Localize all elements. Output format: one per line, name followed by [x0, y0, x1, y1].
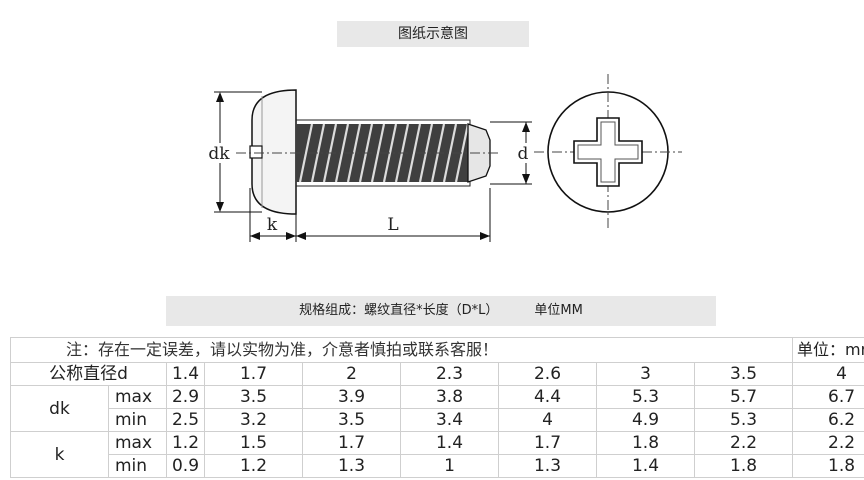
cell-d-1: 1.4	[166, 362, 205, 386]
dk-dimension: dk	[204, 91, 262, 213]
cell-d-8: 4	[792, 362, 864, 386]
cell-k-min-3: 1.3	[302, 454, 401, 478]
cell-dk-min-5: 4	[498, 408, 597, 432]
cell-k-min-5: 1.3	[498, 454, 597, 478]
cell-dk-min-4: 3.4	[400, 408, 499, 432]
cell-k-max-6: 1.8	[596, 431, 695, 455]
cell-d-6: 3	[596, 362, 695, 386]
cell-dk-min-8: 6.2	[792, 408, 864, 432]
cell-k-max-1: 1.2	[166, 431, 205, 455]
cell-d-4: 2.3	[400, 362, 499, 386]
cell-k-max-2: 1.5	[204, 431, 303, 455]
screw-drawing: dk k L d	[204, 74, 682, 242]
row-label-k: k	[10, 431, 109, 478]
row-label-dk: dk	[10, 385, 109, 432]
cell-dk-max-1: 2.9	[166, 385, 205, 409]
cell-dk-min-7: 5.3	[693, 408, 794, 432]
spec-unit: 单位MM	[534, 303, 583, 318]
cell-d-5: 2.6	[498, 362, 597, 386]
cell-dk-max-3: 3.9	[302, 385, 401, 409]
row-sublabel-k-min: min	[108, 454, 167, 478]
table-note: 注：存在一定误差，请以实物为准，介意者慎拍或联系客服！	[9, 337, 794, 363]
table-note-row: 注：存在一定误差，请以实物为准，介意者慎拍或联系客服！ 单位：mm	[9, 337, 864, 363]
cell-k-max-5: 1.7	[498, 431, 597, 455]
cell-k-min-1: 0.9	[166, 454, 205, 478]
cell-k-max-4: 1.4	[400, 431, 499, 455]
screw-top-view	[534, 74, 682, 230]
screw-head	[249, 89, 297, 215]
row-sublabel-dk-max: max	[108, 385, 167, 409]
cell-d-7: 3.5	[693, 362, 794, 386]
cell-k-max-3: 1.7	[302, 431, 401, 455]
cell-dk-min-6: 4.9	[596, 408, 695, 432]
dimension-table: 注：存在一定误差，请以实物为准，介意者慎拍或联系客服！ 单位：mm 公称直径d …	[9, 337, 864, 478]
cell-k-max-8: 2.2	[792, 431, 864, 455]
row-sublabel-k-max: max	[108, 431, 167, 455]
dk-label: dk	[208, 144, 230, 164]
cell-k-min-6: 1.4	[596, 454, 695, 478]
d-dimension: d	[490, 121, 536, 185]
table-row: min 2.5 3.2 3.5 3.4 4 4.9 5.3 6.2	[11, 408, 864, 432]
cell-dk-max-7: 5.7	[693, 385, 794, 409]
cell-k-min-7: 1.8	[693, 454, 794, 478]
cell-k-max-7: 2.2	[693, 431, 794, 455]
table-row: dk max 2.9 3.5 3.9 3.8 4.4 5.3 5.7 6.7	[10, 385, 864, 432]
cell-k-min-2: 1.2	[204, 454, 303, 478]
table-row: 公称直径d 1.4 1.7 2 2.3 2.6 3 3.5 4	[10, 362, 864, 386]
k-dimension: k	[249, 188, 297, 242]
table-row: min 0.9 1.2 1.3 1 1.3 1.4 1.8 1.8	[11, 454, 864, 478]
d-label: d	[518, 144, 529, 164]
spec-caption: 规格组成：螺纹直径*长度（D*L） 单位MM	[166, 296, 716, 326]
drawing-title: 图纸示意图	[337, 21, 529, 47]
cell-dk-min-1: 2.5	[166, 408, 205, 432]
cell-dk-max-5: 4.4	[498, 385, 597, 409]
cell-dk-max-6: 5.3	[596, 385, 695, 409]
k-label: k	[267, 215, 278, 235]
table-row: k max 1.2 1.5 1.7 1.4 1.7 1.8 2.2 2.2	[10, 431, 864, 478]
cell-dk-max-4: 3.8	[400, 385, 499, 409]
cell-dk-max-2: 3.5	[204, 385, 303, 409]
cell-dk-min-3: 3.5	[302, 408, 401, 432]
L-label: L	[387, 215, 398, 235]
spec-format: 规格组成：螺纹直径*长度（D*L）	[299, 303, 499, 318]
table-unit: 单位：mm	[792, 337, 864, 363]
cell-dk-min-2: 3.2	[204, 408, 303, 432]
cell-k-min-8: 1.8	[792, 454, 864, 478]
cell-dk-max-8: 6.7	[792, 385, 864, 409]
L-dimension: L	[296, 188, 491, 242]
cell-d-2: 1.7	[204, 362, 303, 386]
cell-k-min-4: 1	[400, 454, 499, 478]
row-label-d: 公称直径d	[10, 362, 167, 386]
row-sublabel-dk-min: min	[108, 408, 167, 432]
cell-d-3: 2	[302, 362, 401, 386]
